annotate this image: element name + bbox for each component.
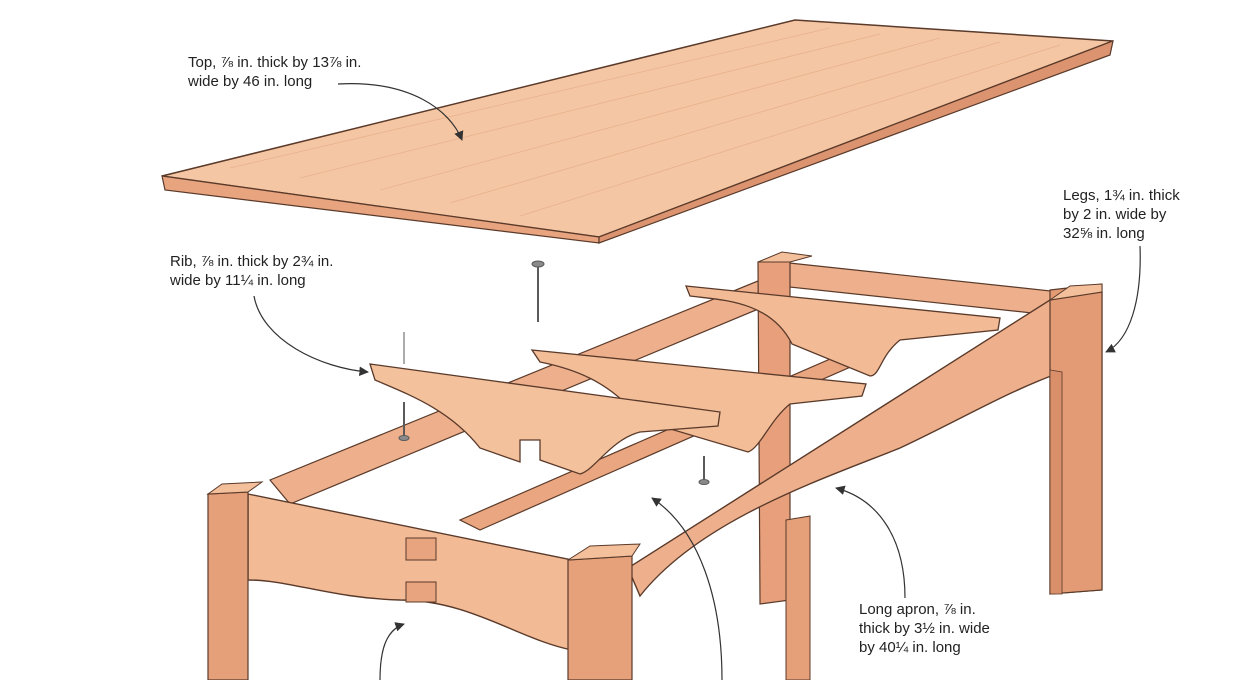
label-long-apron: Long apron, ⅞ in. thick by 3½ in. wide b… (859, 600, 990, 657)
leader-lines (253, 83, 1141, 680)
label-rib-line-1: Rib, ⅞ in. thick by 2¾ in. (170, 253, 334, 270)
label-legs-line-3: 32⅝ in. long (1063, 225, 1145, 242)
label-top: Top, ⅞ in. thick by 13⅞ in. wide by 46 i… (188, 53, 361, 91)
label-long-apron-line-2: thick by 3½ in. wide (859, 620, 990, 637)
label-rib-line-2: wide by 11¼ in. long (170, 272, 306, 289)
leader-stretcher (651, 497, 723, 680)
screws (398, 260, 710, 485)
rib-back (684, 285, 1001, 377)
label-long-apron-line-1: Long apron, ⅞ in. (859, 601, 976, 618)
front-frame (206, 283, 1103, 680)
label-rib: Rib, ⅞ in. thick by 2¾ in. wide by 11¼ i… (170, 252, 333, 290)
ribs (369, 285, 1001, 475)
front-left-leg (207, 491, 249, 680)
tenon-detail (405, 537, 437, 603)
leader-top (337, 83, 464, 141)
front-long-apron (627, 299, 1063, 598)
leader-short-apron (379, 622, 405, 680)
label-long-apron-line-3: by 40¼ in. long (859, 639, 961, 656)
label-top-line-1: Top, ⅞ in. thick by 13⅞ in. (188, 54, 362, 71)
tabletop (161, 19, 1114, 244)
rib-front (369, 363, 721, 475)
label-top-line-2: wide by 46 in. long (188, 73, 313, 90)
front-short-apron (247, 493, 573, 651)
tabletop-side-edge (598, 40, 1114, 244)
leader-long-apron (835, 485, 906, 599)
label-legs-line-2: by 2 in. wide by (1063, 206, 1167, 223)
leader-rib (253, 295, 369, 377)
label-legs-line-1: Legs, 1¾ in. thick (1063, 187, 1180, 204)
leader-legs (1105, 245, 1141, 353)
label-legs: Legs, 1¾ in. thick by 2 in. wide by 32⅝ … (1063, 186, 1180, 243)
front-corner-leg (567, 555, 633, 680)
